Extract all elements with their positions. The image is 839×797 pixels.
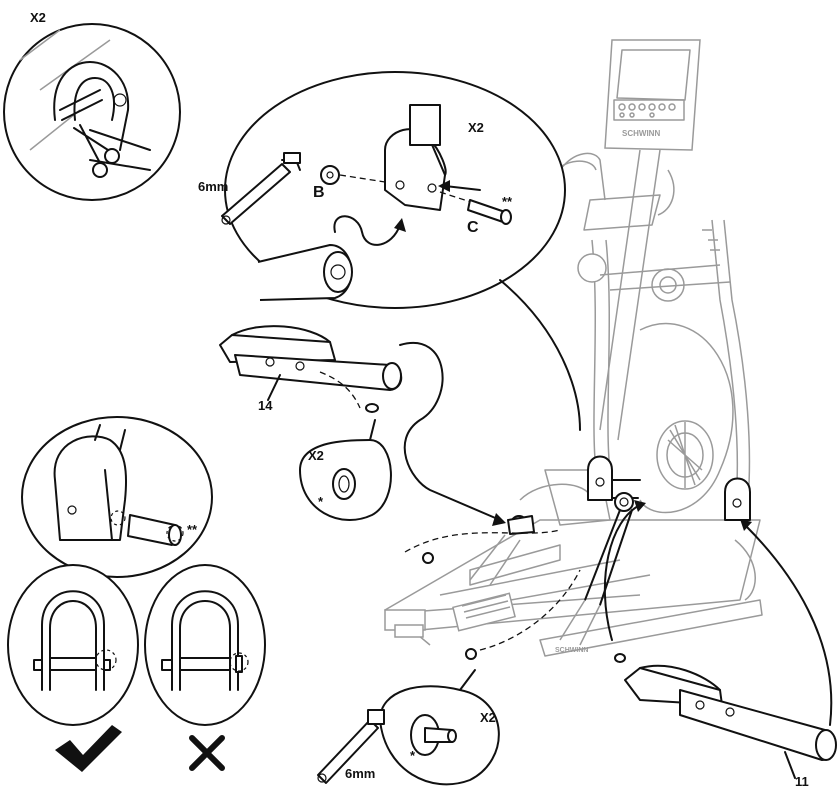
part-number-label: 14 <box>258 398 273 413</box>
pedal-arm-11: 11 <box>605 500 836 789</box>
callout-quantity-label: X2 <box>468 120 484 135</box>
double-star-label: ** <box>187 522 198 537</box>
check-mark-icon <box>55 725 122 772</box>
wrench-size-label: 6mm <box>345 766 375 781</box>
double-star-label: ** <box>502 194 513 209</box>
callout-quantity-label: X2 <box>30 10 46 25</box>
part-number-label: 11 <box>795 774 809 789</box>
cut-tie-callout: X2 <box>4 10 180 200</box>
svg-text:SCHWINN: SCHWINN <box>555 647 588 654</box>
correct-example <box>8 565 138 725</box>
part-c-label: C <box>467 219 479 236</box>
bolt-orientation-callout: ** <box>22 417 212 577</box>
incorrect-example <box>145 565 265 725</box>
wrench-size-label: 6mm <box>198 179 228 194</box>
callout-quantity-label: X2 <box>308 448 324 463</box>
part-b-label: B <box>313 184 325 201</box>
svg-text:SCHWINN: SCHWINN <box>622 129 660 138</box>
callout-quantity-label: X2 <box>480 710 496 725</box>
washer-callout: X2 * <box>300 420 391 520</box>
console: SCHWINN <box>605 40 700 150</box>
cross-mark-icon <box>192 738 222 768</box>
